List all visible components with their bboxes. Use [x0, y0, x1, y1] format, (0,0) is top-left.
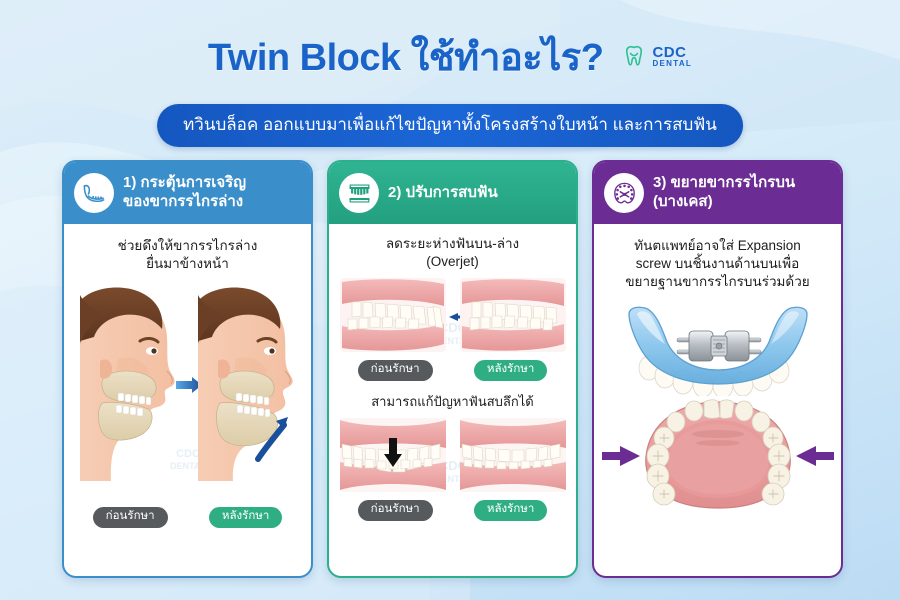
- card2-pill-row-2: ก่อนรักษา หลังรักษา: [337, 499, 568, 521]
- mandible-jaw-icon: [74, 173, 114, 213]
- card1-after-label: หลังรักษา: [208, 507, 283, 529]
- logo-name: CDC: [652, 44, 687, 61]
- card3-title-line2: (บางเคส): [653, 193, 713, 210]
- card3-header: 3) ขยายขากรรไกรบน (บางเคส): [594, 162, 841, 224]
- card1-pill-row: ก่อนรักษา หลังรักษา: [72, 507, 303, 529]
- header-title-row: Twin Block ใช้ทำอะไร? CDC DENTAL: [0, 26, 900, 87]
- card1-desc-line2: ยื่นมาข้างหน้า: [146, 256, 229, 272]
- card2-before-label-2: ก่อนรักษา: [357, 499, 433, 521]
- card3-desc-line1: ทันตแพทย์อาจใส่ Expansion: [634, 238, 801, 253]
- card1-description: ช่วยดึงให้ขากรรไกรล่าง ยื่นมาข้างหน้า: [118, 237, 258, 273]
- side-view-teeth-overjet-illustration: CDC DENTAL: [339, 278, 566, 353]
- card3-desc-line2: screw บนชิ้นงานด้านบนเพื่อ: [635, 256, 800, 272]
- mandible-advance-arrow: [254, 417, 288, 463]
- cards-row: 1) กระตุ้นการเจริญ ของขากรรไกรล่าง ช่วยด…: [62, 160, 843, 578]
- front-view-teeth-deepbite-illustration: CDC DENTAL: [339, 417, 566, 492]
- expansion-arrow-right: [795, 445, 834, 466]
- card2-after-label-2: หลังรักษา: [473, 499, 548, 521]
- tooth-icon: [626, 45, 643, 66]
- side-profile-face-before-after-illustration: CDC DENTAL: [79, 287, 293, 482]
- card2-before-label-1: ก่อนรักษา: [357, 360, 433, 382]
- card2-sec1-line2: (Overjet): [426, 254, 479, 270]
- card2-title-line1: 2) ปรับการสบฟัน: [388, 183, 498, 201]
- card2-title: 2) ปรับการสบฟัน: [388, 184, 498, 203]
- card3-title: 3) ขยายขากรรไกรบน (บางเคส): [653, 174, 795, 212]
- page-title: Twin Block ใช้ทำอะไร?: [208, 26, 604, 87]
- card-adjust-occlusion: 2) ปรับการสบฟัน ลดระยะห่างฟันบน-ล่าง (Ov…: [327, 160, 578, 578]
- card2-sec2-line1: สามารถแก้ปัญหาฟันสบลึกได้: [371, 394, 534, 410]
- card1-title-line2: ของขากรรไกรล่าง: [123, 193, 244, 210]
- palatal-expander-icon: [604, 173, 644, 213]
- card-stimulate-mandible-growth: 1) กระตุ้นการเจริญ ของขากรรไกรล่าง ช่วยด…: [62, 160, 313, 578]
- card3-description: ทันตแพทย์อาจใส่ Expansion screw บนชิ้นงา…: [625, 237, 809, 292]
- card1-before-label: ก่อนรักษา: [92, 507, 168, 529]
- page-title-en: Twin Block: [207, 37, 411, 79]
- svg-text:CDC: CDC: [176, 448, 200, 460]
- card1-body: ช่วยดึงให้ขากรรไกรล่าง ยื่นมาข้างหน้า: [64, 224, 311, 576]
- card2-section2-description: สามารถแก้ปัญหาฟันสบลึกได้: [371, 393, 534, 411]
- card1-title-line1: 1) กระตุ้นการเจริญ: [123, 174, 247, 192]
- upper-arch-palate-expansion-illustration: CDC DENTAL: [601, 399, 834, 509]
- card2-header: 2) ปรับการสบฟัน: [329, 162, 576, 224]
- card1-header: 1) กระตุ้นการเจริญ ของขากรรไกรล่าง: [64, 162, 311, 224]
- card3-title-line1: 3) ขยายขากรรไกรบน: [653, 174, 796, 192]
- card1-desc-line1: ช่วยดึงให้ขากรรไกรล่าง: [117, 238, 258, 253]
- logo-tagline: DENTAL: [652, 59, 693, 68]
- card3-body: ทันตแพทย์อาจใส่ Expansion screw บนชิ้นงา…: [594, 224, 841, 576]
- svg-text:DENTAL: DENTAL: [170, 461, 206, 471]
- subtitle-banner: ทวินบล็อค ออกแบบมาเพื่อแก้ไขปัญหาทั้งโคร…: [157, 104, 743, 147]
- svg-text:DENTAL: DENTAL: [435, 474, 471, 484]
- expansion-arrow-left: [601, 445, 640, 466]
- card1-title: 1) กระตุ้นการเจริญ ของขากรรไกรล่าง: [123, 174, 246, 212]
- card2-sec1-line1: ลดระยะห่างฟันบน-ล่าง: [385, 236, 520, 251]
- card2-after-label-1: หลังรักษา: [473, 360, 548, 382]
- card2-section1-description: ลดระยะห่างฟันบน-ล่าง (Overjet): [386, 235, 519, 271]
- card2-body: ลดระยะห่างฟันบน-ล่าง (Overjet) CDC DENTA…: [329, 224, 576, 576]
- expansion-screw: [676, 330, 761, 362]
- svg-text:DENTAL: DENTAL: [435, 336, 471, 346]
- braces-teeth-icon: [339, 173, 379, 213]
- deepbite-arrow: [383, 437, 402, 467]
- card2-pill-row-1: ก่อนรักษา หลังรักษา: [337, 360, 568, 382]
- card3-desc-line3: ขยายฐานขากรรไกรบนร่วมด้วย: [625, 274, 810, 290]
- card-expand-maxilla: 3) ขยายขากรรไกรบน (บางเคส) ทันตแพทย์อาจใ…: [592, 160, 843, 578]
- blue-expansion-appliance-illustration: [627, 306, 808, 396]
- page-title-th: ใช้ทำอะไร?: [410, 37, 604, 79]
- overjet-correction-arrow: [448, 313, 467, 322]
- cdc-dental-logo: CDC DENTAL: [621, 44, 692, 70]
